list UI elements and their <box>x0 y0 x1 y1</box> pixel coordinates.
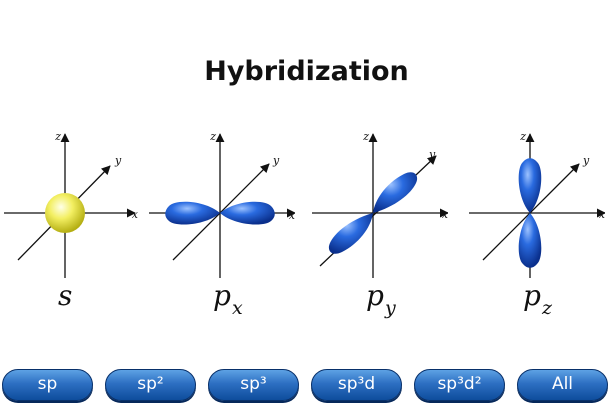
z-axis-label: z <box>362 130 369 143</box>
sp2-button[interactable]: sp² <box>105 369 196 401</box>
px-orbital-label: px <box>213 279 243 319</box>
sp3-button[interactable]: sp³ <box>208 369 299 401</box>
pz-orbital-label: pz <box>523 279 552 319</box>
px-orbital-diagram: z y x <box>149 130 295 278</box>
z-axis-label: z <box>519 130 526 143</box>
y-axis-label: y <box>428 148 436 161</box>
y-axis-label: y <box>114 154 122 167</box>
sp3d-button[interactable]: sp³d <box>311 369 402 401</box>
x-axis-label: x <box>289 209 295 222</box>
sp-button[interactable]: sp <box>2 369 93 401</box>
s-orbital-diagram: z y x <box>4 130 139 278</box>
page-title: Hybridization <box>204 56 409 87</box>
x-axis-label: x <box>599 208 605 221</box>
s-orbital-label: s <box>58 279 73 312</box>
sp3d2-button[interactable]: sp³d² <box>414 369 505 401</box>
pz-orbital-diagram: z y x <box>469 130 605 278</box>
x-axis-label: x <box>132 208 139 221</box>
py-orbital-diagram: z y x <box>312 130 448 278</box>
hybridization-button-bar: sp sp² sp³ sp³d sp³d² All <box>0 369 613 403</box>
all-button[interactable]: All <box>517 369 608 401</box>
z-axis-label: z <box>54 130 61 143</box>
y-axis-label: y <box>582 154 590 167</box>
y-axis-label: y <box>272 154 280 167</box>
z-axis-label: z <box>209 130 216 143</box>
x-axis-label: x <box>442 208 448 221</box>
py-orbital-label: py <box>366 279 396 319</box>
